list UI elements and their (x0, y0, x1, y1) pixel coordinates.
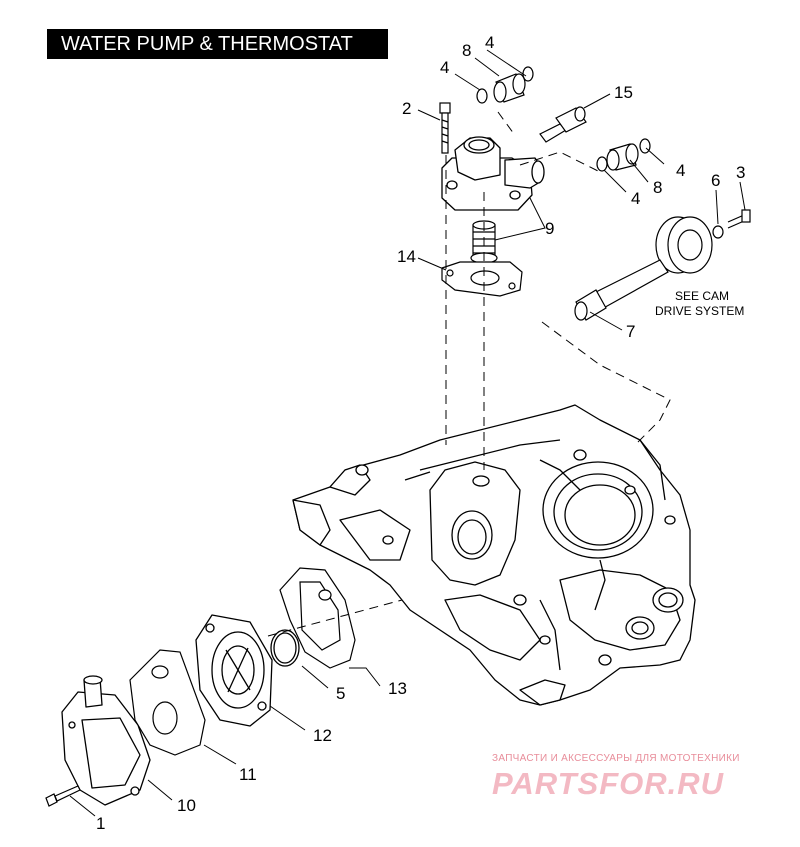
fitting-upper-illustration (476, 66, 534, 104)
cam-note-line1: SEE CAM (675, 289, 729, 303)
callout-3: 3 (736, 163, 745, 182)
cam-drive-note: SEE CAM DRIVE SYSTEM (655, 289, 744, 318)
pump-gasket-11-illustration (129, 649, 206, 756)
o-ring-5-illustration (270, 629, 300, 667)
thermostat-housing-illustration (441, 136, 545, 211)
pump-housing-illustration (195, 614, 273, 727)
watermark-tagline: ЗАПЧАСТИ И АКСЕССУАРЫ ДЛЯ МОТОТЕХНИКИ (492, 753, 740, 764)
callout-4-lower: 4 (631, 189, 640, 208)
callout-6: 6 (711, 171, 720, 190)
pump-gasket-13-illustration (279, 567, 356, 669)
callout-5: 5 (336, 684, 345, 703)
leader-lines (69, 49, 746, 817)
bolt-2-illustration (439, 102, 451, 154)
callout-1: 1 (96, 814, 105, 833)
cam-note-line2: DRIVE SYSTEM (655, 304, 744, 318)
crankcase-illustration (292, 404, 696, 706)
temperature-sensor-illustration (539, 106, 587, 143)
callout-4-left: 4 (440, 58, 449, 77)
callout-9: 9 (545, 219, 554, 238)
cam-drive-illustration (574, 209, 751, 321)
watermark-logo: PARTSFOR.RU (492, 766, 725, 801)
callout-12: 12 (313, 726, 332, 745)
callout-numbers: 4 8 4 2 15 4 8 4 3 6 9 14 7 13 5 12 11 1… (96, 33, 745, 833)
callout-14: 14 (397, 247, 416, 266)
callout-7: 7 (626, 322, 635, 341)
dashed-alignment-lines (267, 111, 671, 637)
callout-8-top: 8 (462, 41, 471, 60)
callout-11: 11 (239, 765, 257, 784)
callout-2: 2 (402, 99, 411, 118)
callout-4-right: 4 (676, 161, 685, 180)
fitting-right-illustration (596, 138, 651, 172)
thermostat-gasket-illustration (441, 261, 523, 297)
callout-13: 13 (388, 679, 407, 698)
callout-10: 10 (177, 796, 196, 815)
bolt-1-illustration (45, 785, 81, 807)
callout-8-right: 8 (653, 178, 662, 197)
callout-4-top: 4 (485, 33, 494, 52)
diagram-title: WATER PUMP & THERMOSTAT (47, 29, 388, 59)
callout-15: 15 (614, 83, 633, 102)
water-pump-cover-illustration (61, 675, 151, 806)
